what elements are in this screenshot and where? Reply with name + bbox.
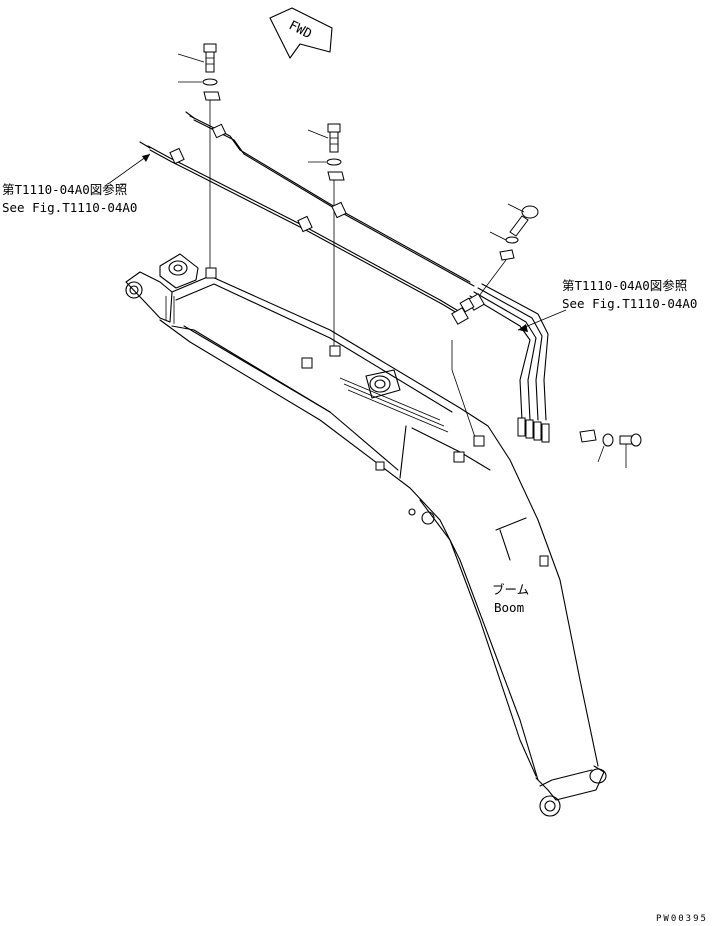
bolt-washer-set-middle: [307, 123, 345, 352]
bolt-washer-set-right-top: [475, 203, 539, 301]
fwd-label: FWD: [286, 18, 314, 42]
ref-right-jp: 第T1110-04A0図参照: [562, 278, 687, 293]
boom-label-en: Boom: [494, 600, 524, 615]
ref-left-en: See Fig.T1110-04A0: [2, 200, 137, 215]
reference-leaders: [107, 153, 567, 441]
ref-left-jp: 第T1110-04A0図参照: [2, 182, 127, 197]
bolt-washer-set-right-bottom: [579, 429, 642, 468]
hydraulic-pipes: [139, 111, 550, 443]
drawing-code: PW00395: [656, 914, 708, 924]
bolt-washer-set-left: [177, 43, 221, 272]
ref-right-en: See Fig.T1110-04A0: [562, 296, 697, 311]
boom-body: [125, 253, 607, 817]
boom-label-jp: ブーム: [492, 582, 529, 597]
fwd-arrow: FWD: [269, 7, 333, 59]
